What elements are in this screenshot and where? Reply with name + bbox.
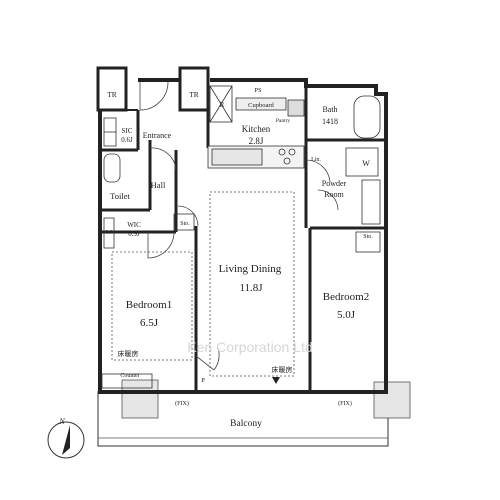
label-wic-size: 0.9J: [128, 230, 140, 238]
label-hall: Hall: [151, 180, 166, 190]
label-bedroom1-size: 6.5J: [140, 317, 159, 329]
label-balcony: Balcony: [230, 419, 262, 429]
room-labels: TR TR SIC 0.6J Entrance PS R Cupboard Pa…: [106, 87, 373, 429]
label-powder2: Room: [324, 190, 344, 199]
label-kitchen: Kitchen: [242, 124, 271, 134]
label-r: R: [220, 101, 225, 109]
label-counter: Counter: [120, 373, 139, 379]
label-north: N: [58, 417, 65, 426]
label-bedroom2: Bedroom2: [323, 291, 369, 303]
label-sto-right: Sto.: [363, 234, 373, 240]
label-bath-size: 1418: [322, 117, 338, 126]
label-sto-left: Sto.: [180, 221, 190, 227]
label-wm: W: [362, 159, 370, 168]
label-floorheat-living: 床暖房: [272, 365, 293, 374]
balcony: [97, 379, 411, 447]
label-kitchen-size: 2.8J: [249, 136, 264, 146]
fixtures: [101, 85, 381, 389]
label-p: P: [201, 377, 205, 384]
label-sic-size: 0.6J: [121, 136, 133, 144]
label-lin: Lin.: [311, 157, 321, 163]
label-living: Living Dining: [219, 263, 282, 275]
label-floorheat-bed1: 床暖房: [118, 349, 139, 358]
label-tr-left: TR: [107, 90, 117, 99]
north-arrow: N: [47, 417, 85, 459]
entry-arrow: [272, 377, 280, 384]
label-powder1: Powder: [322, 179, 347, 188]
label-ps: PS: [254, 87, 262, 94]
label-fix-left: (FIX): [175, 400, 189, 407]
label-wic: WIC: [127, 221, 141, 229]
label-sic: SIC: [122, 127, 133, 135]
label-cupboard: Cupboard: [248, 102, 274, 109]
door-swings: [139, 81, 339, 371]
interior-walls: [100, 80, 386, 392]
label-entrance: Entrance: [143, 131, 172, 140]
label-tr-right: TR: [189, 90, 199, 99]
label-bedroom1: Bedroom1: [126, 299, 172, 311]
floor-heating-zones: [111, 191, 295, 377]
label-living-size: 11.8J: [239, 282, 263, 294]
label-w-small: W: [106, 230, 112, 236]
trunk-rooms: [96, 66, 210, 112]
label-bedroom2-size: 5.0J: [337, 309, 356, 321]
label-toilet: Toilet: [110, 191, 130, 201]
label-bath: Bath: [322, 105, 337, 114]
label-pantry: Pantry: [276, 118, 291, 124]
label-fix-right: (FIX): [338, 400, 352, 407]
watermark: Ken Corporation Ltd: [187, 339, 312, 355]
